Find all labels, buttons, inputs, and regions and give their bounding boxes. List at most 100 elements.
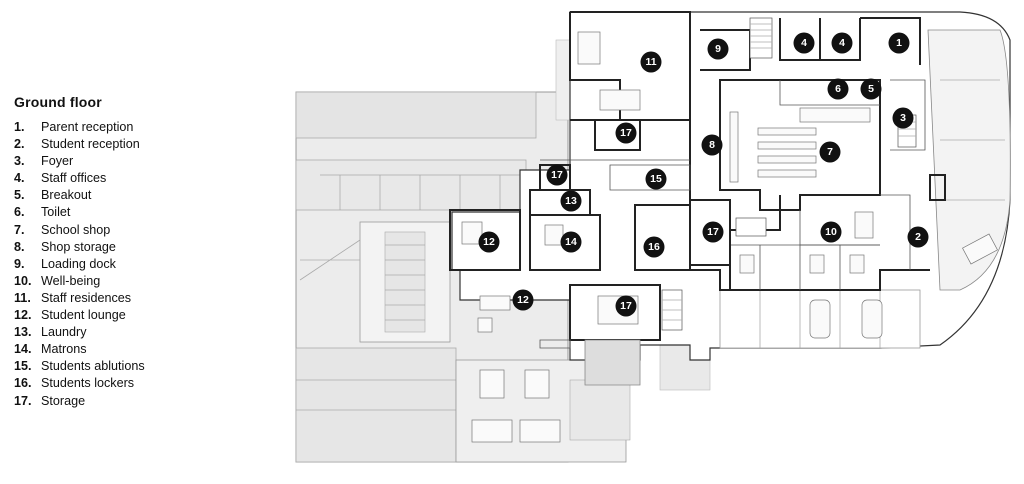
furniture — [809, 254, 825, 274]
legend-item-number: 12. — [14, 308, 32, 323]
legend-item-number: 6. — [14, 205, 25, 220]
legend-item-label: Student reception — [41, 137, 140, 152]
legend-item: 14. Matrons — [14, 341, 204, 358]
legend-item-number: 9. — [14, 256, 25, 271]
legend-item: 8. Shop storage — [14, 239, 204, 256]
room-marker-8: 8 — [701, 134, 723, 156]
room-marker-label: 10 — [825, 226, 837, 238]
room-marker-label: 8 — [709, 139, 715, 151]
legend-item: 12. Student lounge — [14, 307, 204, 324]
legend-item: 9. Loading dock — [14, 256, 204, 273]
legend-item: 3. Foyer — [14, 153, 204, 170]
legend-item-number: 5. — [14, 188, 25, 203]
room-marker-9: 9 — [707, 38, 729, 60]
legend-item: 7. School shop — [14, 222, 204, 239]
room-marker-2: 2 — [907, 226, 929, 248]
room-marker-17: 17 — [615, 122, 637, 144]
legend-item-number: 7. — [14, 222, 25, 237]
furniture — [854, 211, 874, 239]
room-marker-4: 4 — [793, 32, 815, 54]
room-marker-label: 3 — [900, 112, 906, 124]
legend-item-number: 11. — [14, 290, 31, 305]
room-marker-label: 4 — [801, 37, 807, 49]
room-marker-label: 12 — [517, 294, 529, 306]
legend-item-label: Parent reception — [41, 120, 134, 134]
room-marker-4b: 4 — [831, 32, 853, 54]
room-marker-5: 5 — [860, 78, 882, 100]
room-marker-17d: 17 — [615, 295, 637, 317]
room-marker-1: 1 — [888, 32, 910, 54]
legend-title: Ground floor — [14, 94, 102, 110]
legend-item-label: Laundry — [41, 325, 87, 340]
legend-item-label: Toilet — [41, 205, 71, 220]
room-marker-14: 14 — [560, 231, 582, 253]
room-marker-label: 17 — [620, 300, 632, 312]
legend-item-label: Foyer — [41, 154, 74, 169]
legend-item-label: Loading dock — [41, 256, 116, 271]
room-markers: 1 2 3 4 4 5 6 7 8 9 10 11 12 12 13 14 15… — [478, 32, 929, 317]
legend-item-number: 15. — [14, 359, 32, 374]
legend-item-label: Students ablutions — [41, 359, 145, 374]
furniture — [739, 254, 755, 274]
room-marker-label: 17 — [707, 226, 719, 238]
legend-item-number: 2. — [14, 137, 25, 152]
room-marker-label: 12 — [483, 236, 495, 248]
legend-item: 10. Well-being — [14, 273, 204, 290]
room-marker-label: 15 — [650, 173, 662, 185]
room-marker-label: 5 — [868, 83, 874, 95]
legend-item-label: Students lockers — [41, 376, 135, 391]
furniture — [461, 221, 483, 245]
room-marker-label: 13 — [565, 195, 577, 207]
furniture — [544, 224, 564, 246]
room-marker-12b: 12 — [512, 289, 534, 311]
legend-item-label: Well-being — [41, 273, 101, 288]
legend-item: 1. Parent reception — [14, 119, 204, 136]
legend-item-label: Shop storage — [41, 239, 116, 254]
legend-item-label: Matrons — [41, 342, 87, 357]
legend-item-label: Staff residences — [41, 290, 132, 305]
legend-item-label: Staff offices — [41, 171, 107, 186]
room-marker-label: 7 — [827, 146, 833, 158]
legend-item: 11. Staff residences — [14, 290, 204, 307]
room-marker-label: 1 — [896, 37, 902, 49]
legend-item-label: Student lounge — [41, 308, 126, 323]
legend-item-number: 10. — [14, 273, 32, 288]
legend-item-number: 4. — [14, 171, 25, 186]
room-marker-16: 16 — [643, 236, 665, 258]
room-marker-label: 11 — [645, 56, 656, 68]
furniture — [477, 317, 493, 333]
room-marker-7: 7 — [819, 141, 841, 163]
room-marker-6: 6 — [827, 78, 849, 100]
legend-item-number: 13. — [14, 325, 32, 340]
room-marker-17b: 17 — [546, 164, 568, 186]
shop-shelving — [729, 107, 871, 183]
legend-item-number: 3. — [14, 154, 25, 169]
legend-item-label: School shop — [41, 222, 111, 237]
bed — [577, 31, 601, 65]
legend-item: 16. Students lockers — [14, 375, 204, 392]
legend-item-label: Breakout — [41, 188, 92, 203]
legend-item: 13. Laundry — [14, 324, 204, 341]
legend-item-number: 16. — [14, 376, 32, 391]
legend-item: 17.Storage — [14, 393, 204, 410]
room-marker-17c: 17 — [702, 221, 724, 243]
room-marker-11: 11 — [640, 51, 662, 73]
furniture — [479, 295, 511, 311]
furniture — [599, 89, 641, 111]
room-marker-label: 17 — [620, 127, 632, 139]
room-marker-12: 12 — [478, 231, 500, 253]
room-marker-label: 4 — [839, 37, 845, 49]
room-marker-15: 15 — [645, 168, 667, 190]
room-marker-label: 14 — [565, 236, 577, 248]
room-marker-10: 10 — [820, 221, 842, 243]
room-marker-label: 16 — [648, 241, 660, 253]
legend-item-number: 1. — [14, 120, 25, 134]
legend-item-number: 8. — [14, 239, 25, 254]
existing-building — [295, 91, 631, 463]
legend-item-number: 14. — [14, 342, 32, 357]
legend-item: 15. Students ablutions — [14, 358, 204, 375]
legend-item: 6. Toilet — [14, 204, 204, 221]
room-marker-label: 2 — [915, 231, 921, 243]
room-marker-3: 3 — [892, 107, 914, 129]
